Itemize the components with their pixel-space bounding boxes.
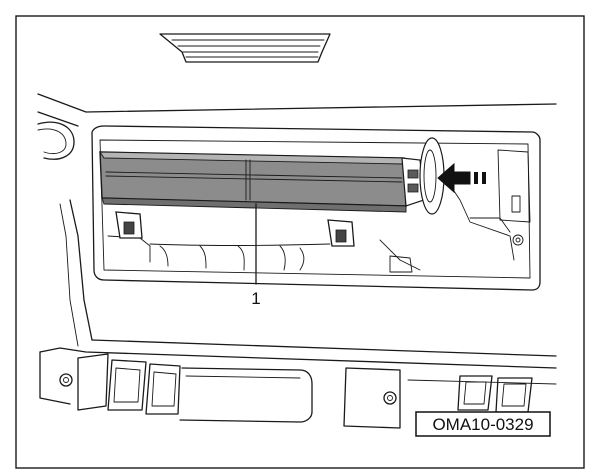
callout-label: 1 xyxy=(251,289,260,308)
drawing-code: OMA10-0329 xyxy=(432,415,533,434)
figure-border xyxy=(15,15,585,469)
push-direction-arrow xyxy=(437,162,486,194)
cabin-filter xyxy=(99,137,445,215)
drawing-code-box: OMA10-0329 xyxy=(415,411,551,437)
lower-dash-right xyxy=(343,367,557,429)
dashboard-outline xyxy=(37,93,557,405)
filter-clip-left xyxy=(115,211,143,239)
lower-dash-left xyxy=(59,353,313,423)
glovebox-opening xyxy=(91,125,541,291)
defroster-vent xyxy=(159,33,331,63)
filter-clip-right xyxy=(327,219,355,247)
